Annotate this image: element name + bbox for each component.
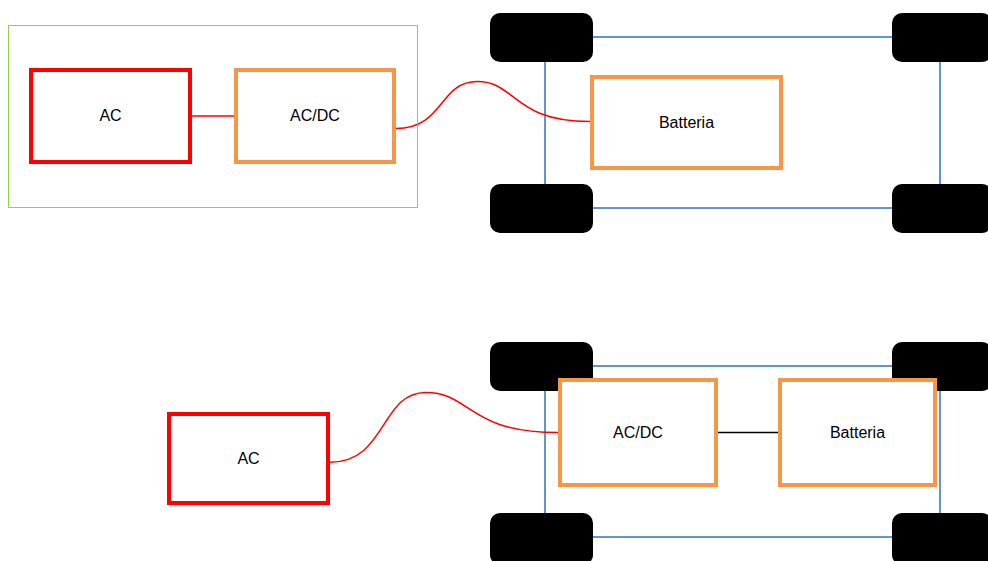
battery-box: Batteria — [778, 378, 937, 487]
wire — [718, 432, 778, 434]
box-label: Batteria — [659, 114, 714, 132]
box-label: AC/DC — [290, 107, 340, 125]
box-label: AC — [237, 450, 259, 468]
battery-box: Batteria — [590, 75, 783, 170]
power-cable — [396, 82, 590, 129]
converter-box: AC/DC — [234, 68, 396, 164]
ac-source-box: AC — [167, 412, 330, 505]
wire — [192, 115, 234, 117]
box-label: AC — [99, 107, 121, 125]
ac-source-box: AC — [29, 68, 192, 164]
box-label: Batteria — [830, 424, 885, 442]
power-cable — [330, 393, 558, 463]
converter-box: AC/DC — [558, 378, 718, 487]
box-label: AC/DC — [613, 424, 663, 442]
charger-group: AC AC/DC — [8, 25, 418, 208]
